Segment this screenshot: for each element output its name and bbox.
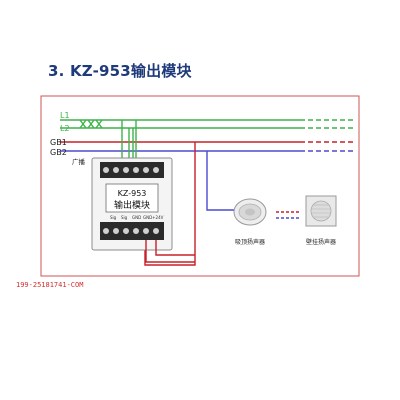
terminal-sig-2: Sig bbox=[121, 215, 128, 220]
wall-speaker-label: 壁挂扬声器 bbox=[306, 238, 336, 246]
speaker-link bbox=[276, 211, 300, 219]
diagram-title: 3. KZ-953输出模块 bbox=[48, 62, 192, 80]
ceiling-speaker-label: 吸顶扬声器 bbox=[235, 238, 265, 246]
terminal-gnd: GND bbox=[132, 215, 141, 220]
watermark-text: 199-25181741-COM bbox=[16, 281, 83, 289]
diagram-frame bbox=[40, 95, 360, 277]
label-broadcast: 广播 bbox=[72, 157, 86, 166]
label-l1: L1 bbox=[60, 111, 70, 120]
terminal-gnd-24v: GND+24V bbox=[143, 215, 164, 220]
output-wires bbox=[145, 240, 195, 263]
terminal-sig-1: Sig bbox=[110, 215, 117, 220]
module-name: 输出模块 bbox=[114, 199, 150, 211]
ceiling-speaker-icon bbox=[233, 198, 267, 226]
twisted-pair-icon bbox=[79, 119, 103, 129]
wall-speaker-icon bbox=[305, 195, 337, 227]
label-l2: L2 bbox=[60, 124, 70, 133]
label-gb2: GB2 bbox=[50, 148, 67, 157]
label-gb1: GB1 bbox=[50, 138, 67, 147]
output-module: KZ-953 输出模块 Sig Sig GND GND+24V bbox=[91, 157, 173, 251]
module-model: KZ-953 bbox=[118, 189, 147, 198]
